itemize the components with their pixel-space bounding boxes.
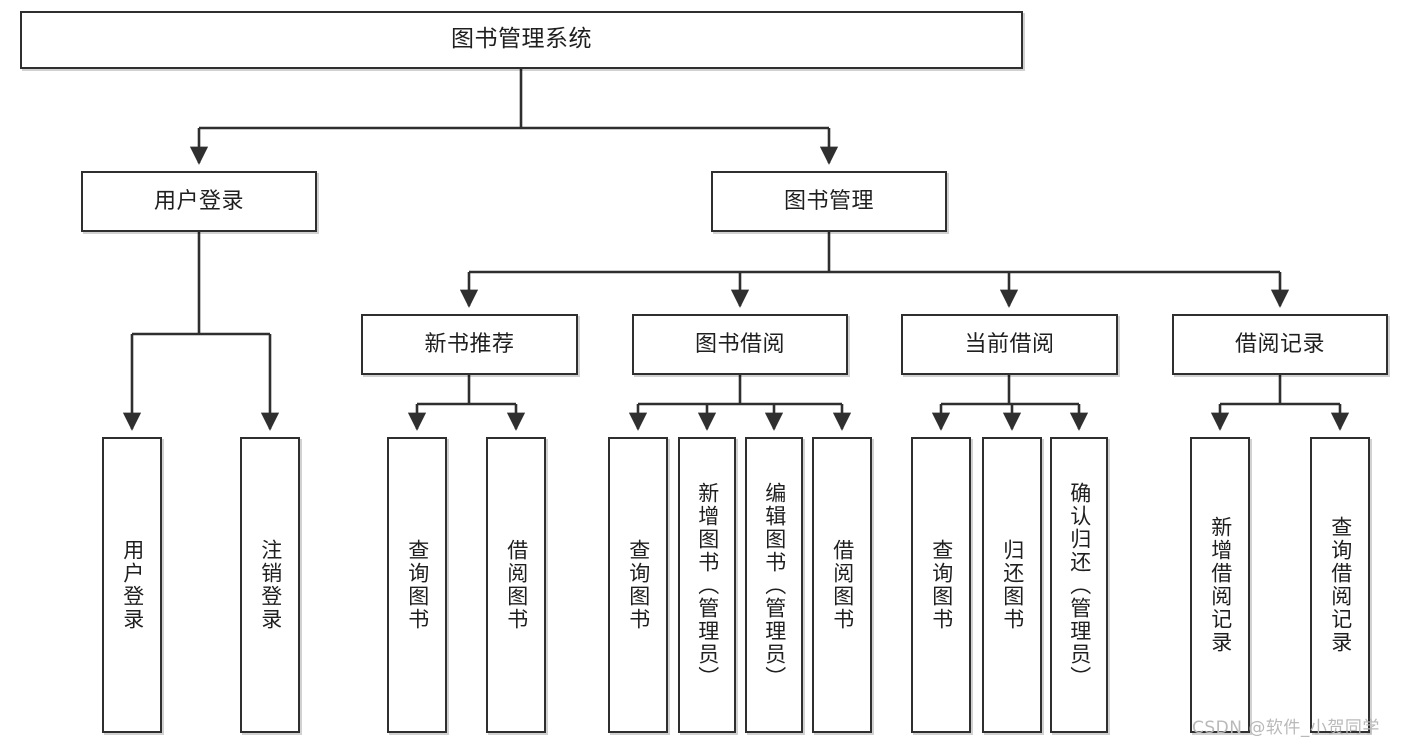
edge-group-borrow-record (1210, 375, 1350, 431)
node-leaf-edit-book[interactable]: 编辑图书（管理员） (745, 437, 803, 733)
node-leaf-query-record-label: 查询借阅记录 (1328, 516, 1353, 654)
node-book-manage[interactable]: 图书管理 (711, 171, 947, 232)
node-book-manage-label: 图书管理 (783, 188, 874, 214)
node-current-borrow-label: 当前借阅 (964, 331, 1055, 357)
node-leaf-confirm-return-label: 确认归还（管理员） (1067, 481, 1092, 689)
node-leaf-borrow-book-2-label: 借阅图书 (830, 539, 855, 631)
node-leaf-add-book[interactable]: 新增图书（管理员） (678, 437, 736, 733)
node-leaf-confirm-return[interactable]: 确认归还（管理员） (1050, 437, 1108, 733)
node-leaf-add-record-label: 新增借阅记录 (1208, 516, 1233, 654)
node-new-book-recommend[interactable]: 新书推荐 (361, 314, 578, 375)
node-leaf-user-logout[interactable]: 注销登录 (240, 437, 300, 733)
node-leaf-query-book-3[interactable]: 查询图书 (911, 437, 971, 733)
node-leaf-user-login-label: 用户登录 (120, 539, 145, 631)
node-book-borrow-label: 图书借阅 (694, 331, 785, 357)
node-leaf-return-book-label: 归还图书 (1000, 539, 1025, 631)
node-new-book-recommend-label: 新书推荐 (424, 331, 515, 357)
edge-group-current-borrow (931, 375, 1089, 431)
node-leaf-query-book-3-label: 查询图书 (929, 539, 954, 631)
edge-group-book-borrow (628, 375, 852, 431)
node-leaf-query-book-1-label: 查询图书 (405, 539, 430, 631)
node-user-login-label: 用户登录 (153, 188, 244, 214)
node-user-login[interactable]: 用户登录 (81, 171, 317, 232)
node-leaf-borrow-book-1[interactable]: 借阅图书 (486, 437, 546, 733)
node-leaf-borrow-book-2[interactable]: 借阅图书 (812, 437, 872, 733)
node-leaf-borrow-book-1-label: 借阅图书 (504, 539, 529, 631)
node-leaf-add-book-label: 新增图书（管理员） (695, 481, 720, 689)
node-root-label: 图书管理系统 (451, 26, 592, 53)
node-book-borrow[interactable]: 图书借阅 (632, 314, 848, 375)
node-borrow-record[interactable]: 借阅记录 (1172, 314, 1388, 375)
node-leaf-query-book-2-label: 查询图书 (626, 539, 651, 631)
node-leaf-user-logout-label: 注销登录 (258, 539, 283, 631)
edge-group-user-login (122, 232, 280, 431)
node-leaf-add-record[interactable]: 新增借阅记录 (1190, 437, 1250, 733)
node-current-borrow[interactable]: 当前借阅 (901, 314, 1118, 375)
edge-group-root (189, 69, 839, 165)
edge-group-book-manage (459, 232, 1290, 308)
edge-group-new-book-recommend (407, 375, 526, 431)
node-leaf-return-book[interactable]: 归还图书 (982, 437, 1042, 733)
node-leaf-edit-book-label: 编辑图书（管理员） (762, 481, 787, 689)
node-leaf-query-book-1[interactable]: 查询图书 (387, 437, 447, 733)
node-borrow-record-label: 借阅记录 (1234, 331, 1325, 357)
node-leaf-query-book-2[interactable]: 查询图书 (608, 437, 668, 733)
node-leaf-user-login[interactable]: 用户登录 (102, 437, 162, 733)
node-leaf-query-record[interactable]: 查询借阅记录 (1310, 437, 1370, 733)
node-root[interactable]: 图书管理系统 (20, 11, 1023, 69)
